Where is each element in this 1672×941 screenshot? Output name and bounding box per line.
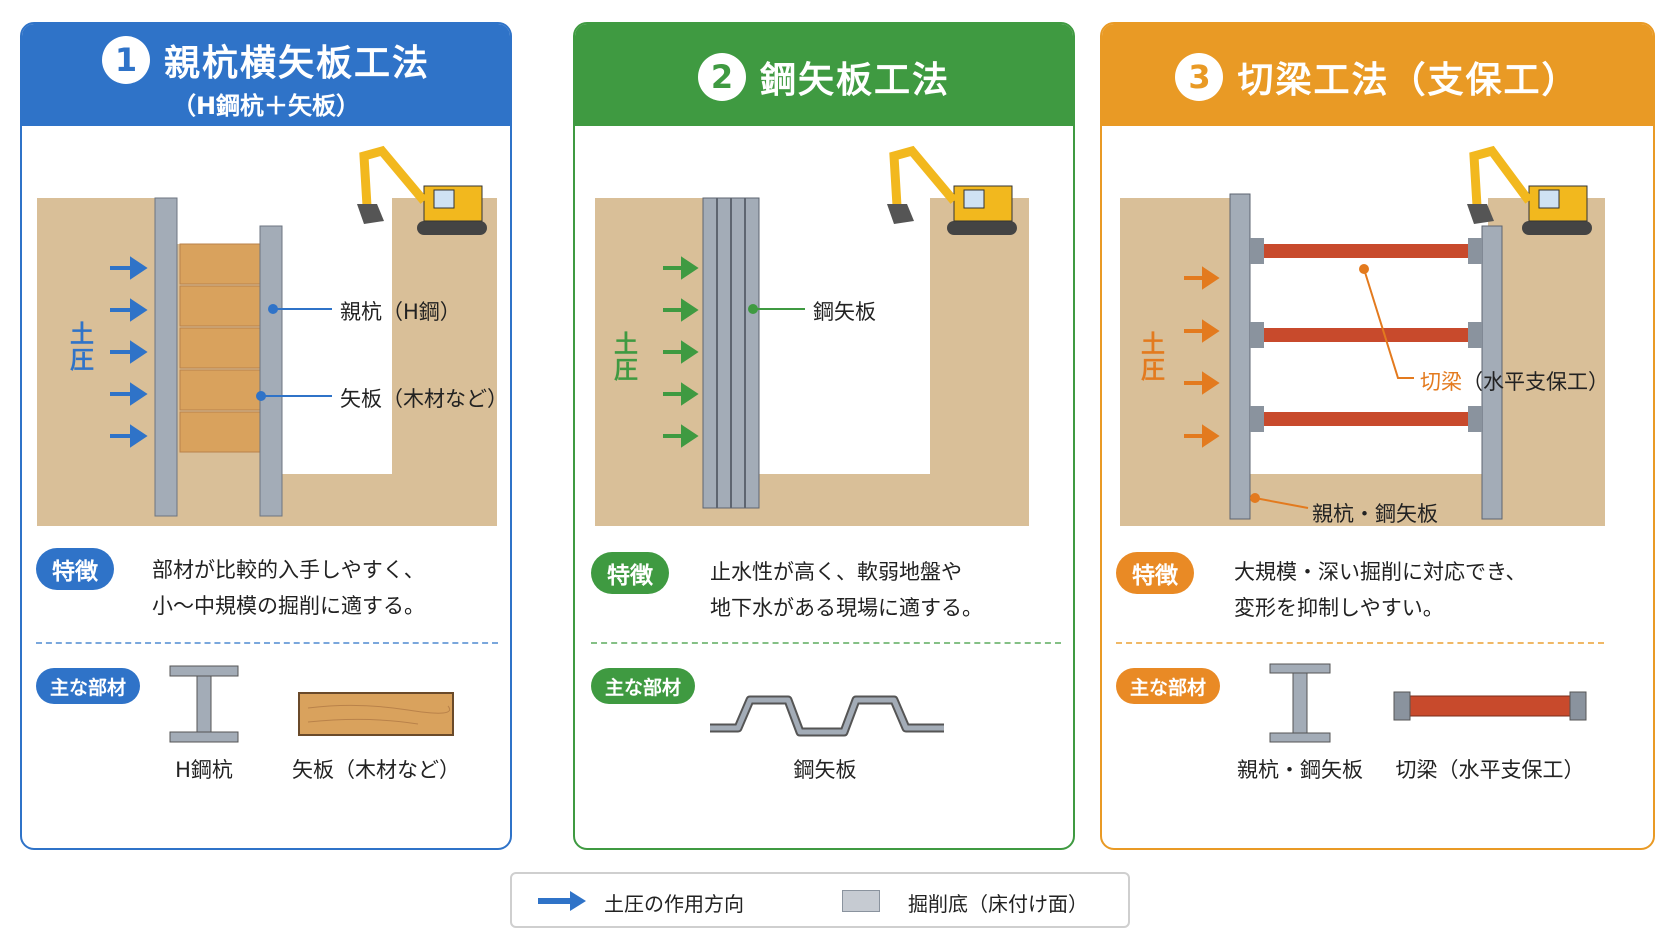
steel-sheet-pile [702,197,760,509]
panel-1-diagram: 土圧 親杭（H鋼） 矢板（木材など） [22,126,510,596]
earth-pressure-label-1: 土圧 [70,320,94,374]
strut-diagram [1120,145,1605,526]
soldier-pile-diagram [37,145,497,526]
earth-pressure-label-3: 土圧 [1141,330,1165,384]
panel-2-header: 2 鋼矢板工法 [575,24,1073,126]
materials-badge-3: 主な部材 [1116,668,1221,704]
h-beam-icon [169,665,239,743]
divider-2 [591,642,1061,644]
h-pile-right [259,225,283,517]
panel-2-title: 鋼矢板工法 [759,60,950,101]
feature-text-2: 止水性が高く、軟弱地盤や 地下水がある現場に適する。 [710,554,983,626]
legend: 土圧の作用方向 掘削底（床付け面） [510,872,1130,928]
feature-badge-2: 特徴 [591,552,669,594]
arrow-legend-icon [538,891,586,911]
panel-1-title: 親杭横矢板工法 [163,43,430,84]
feature-line: 止水性が高く、軟弱地盤や [710,560,962,584]
feature-line: 地下水がある現場に適する。 [710,596,983,620]
wall-right [1481,225,1503,520]
feature-badge-3: 特徴 [1116,552,1194,594]
panel-2-diagram: 土圧 鋼矢板 [575,126,1073,596]
method-panel-1: 1 親杭横矢板工法 （H鋼杭＋矢板） [20,22,512,850]
struts [1250,238,1482,432]
feature-line: 大規模・深い掘削に対応でき、 [1234,560,1527,584]
material-label-lagging: 矢板（木材など） [292,758,460,782]
pile-label: 親杭（H鋼） [340,300,461,324]
excavation-bottom-swatch [842,890,880,912]
material-label-sheet-pile: 鋼矢板 [793,758,857,782]
divider-1 [36,642,498,644]
panel-3-title: 切梁工法（支保工） [1237,60,1580,101]
feature-badge-1: 特徴 [36,548,114,590]
panel-1-subtitle: （H鋼杭＋矢板） [171,92,361,120]
h-pile-left [154,197,178,517]
earth-pressure-arrows [663,256,699,448]
wood-board-icon [298,692,454,736]
wood-lagging [179,243,261,453]
feature-line: 小～中規模の掘削に適する。 [152,594,425,618]
panel-2-number: 2 [697,53,746,101]
feature-text-1: 部材が比較的入手しやすく、 小～中規模の掘削に適する。 [152,552,425,624]
feature-line: 変形を抑制しやすい。 [1234,596,1444,620]
wall-label: 親杭・鋼矢板 [1312,502,1438,526]
panel-1-header: 1 親杭横矢板工法 （H鋼杭＋矢板） [22,24,510,126]
legend-arrow-label: 土圧の作用方向 [604,892,744,916]
method-panel-2: 2 鋼矢板工法 [573,22,1075,850]
pile-section-icon [1269,663,1331,743]
excavator-icon [887,145,1017,235]
earth-pressure-arrows [1184,266,1220,448]
feature-line: 部材が比較的入手しやすく、 [152,558,425,582]
panel-3-header: 3 切梁工法（支保工） [1102,24,1653,126]
strut-pipe-icon [1393,691,1587,721]
sheet-pile-diagram [595,145,1029,526]
method-panel-3: 3 切梁工法（支保工） [1100,22,1655,850]
panel-1-number: 1 [101,36,150,84]
material-label-strut: 切梁（水平支保工） [1395,758,1585,782]
excavator-icon [357,145,487,235]
material-label-h-pile: H鋼杭 [175,758,233,782]
sheet-pile-label: 鋼矢板 [813,300,876,324]
excavation-void [262,198,392,474]
panel-3-diagram: 土圧 切梁（水平支保工） 親杭・鋼矢板 [1102,126,1653,596]
sheet-pile-profile-icon [710,695,944,737]
divider-3 [1116,642,1604,644]
strut-label: 切梁（水平支保工） [1420,370,1609,394]
material-label-pile: 親杭・鋼矢板 [1237,758,1363,782]
lagging-label: 矢板（木材など） [340,387,508,411]
wall-left [1229,193,1251,520]
materials-badge-2: 主な部材 [591,668,696,704]
materials-badge-1: 主な部材 [36,668,141,704]
feature-text-3: 大規模・深い掘削に対応でき、 変形を抑制しやすい。 [1234,554,1527,626]
panel-3-number: 3 [1175,53,1224,101]
earth-pressure-label-2: 土圧 [614,330,638,384]
legend-bottom-label: 掘削底（床付け面） [908,892,1088,916]
earth-pressure-arrows [110,256,148,448]
excavator-icon [1467,145,1592,235]
